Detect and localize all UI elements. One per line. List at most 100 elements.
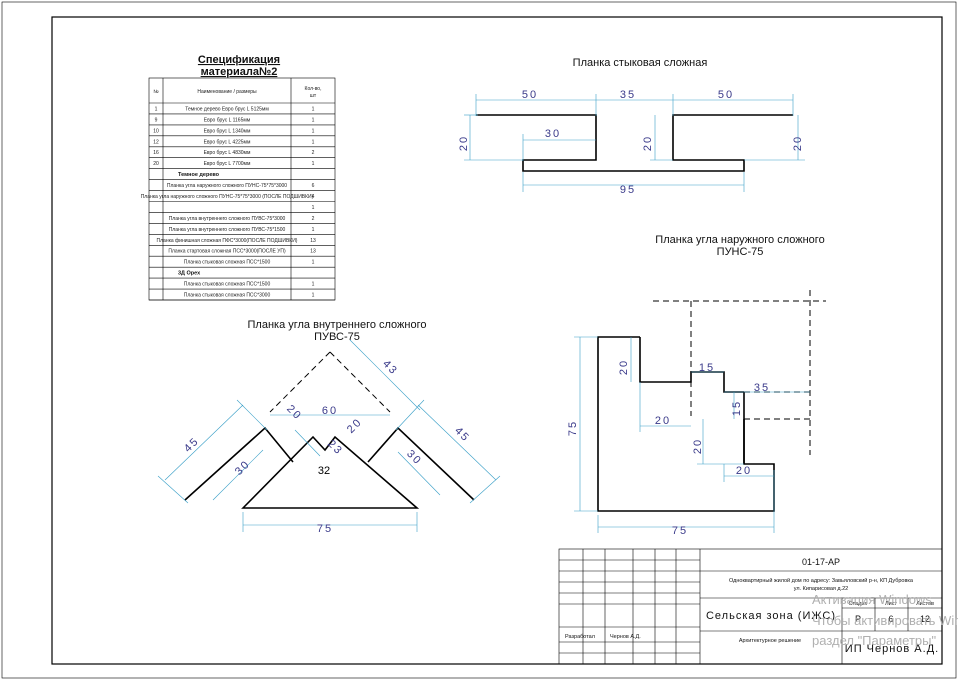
outer-dim-a: 20: [618, 359, 630, 375]
inner-dim-43: 43: [380, 358, 400, 378]
joint-dim-top-mid: 35: [620, 89, 636, 101]
spec-row-qty: 2: [312, 150, 315, 156]
stamp-section: Архитектурное решение: [739, 638, 801, 644]
watermark-line3: раздел "Параметры": [812, 633, 936, 648]
spec-row-name: Евро брус L 1165мм: [204, 117, 251, 123]
spec-row-qty: 1: [312, 205, 315, 211]
spec-row-no: 10: [153, 128, 159, 134]
watermark-line1: Активация Windows: [812, 592, 932, 607]
spec-row-qty: 1: [312, 292, 315, 298]
joint-dim-left: 20: [458, 135, 470, 151]
spec-row-qty: 13: [310, 249, 316, 255]
stamp-sheet: 6: [888, 614, 893, 624]
joint-dim-top-left: 50: [522, 89, 538, 101]
spec-row-no: 12: [153, 139, 159, 145]
stamp-sheet-label: Лист: [885, 601, 897, 607]
spec-col-name: Наименование / размеры: [197, 89, 257, 95]
inner-dim-60: 60: [322, 405, 338, 417]
spec-row-name: Евро брус L 4830мм: [204, 150, 251, 156]
spec-row-no: 9: [155, 117, 158, 123]
stamp-stage-label: Стадия: [849, 601, 868, 607]
spec-row-no: 1: [155, 106, 158, 112]
stamp-sheets: 12: [920, 614, 930, 624]
inner-dim-45-left: 45: [182, 435, 202, 455]
watermark-line2: Чтобы активировать Windows,: [812, 613, 958, 628]
drawing-outer-corner: Планка угла наружного сложного ПУНС-75 2…: [567, 234, 826, 537]
spec-row-name: Планка стыковая сложная ПСС*1500: [184, 282, 271, 288]
inner-dim-75: 75: [317, 523, 333, 535]
outer-dim-d: 15: [731, 400, 743, 416]
spec-row-name: Планка угла наружного сложного ПУНС-75*7…: [141, 194, 314, 200]
spec-row-no: 16: [153, 150, 159, 156]
spec-col-qty-line1: Кол-во,: [305, 86, 322, 92]
outer-dim-e: 20: [655, 415, 671, 427]
spec-row-name: Темное дерево Евро брус L 5125мм: [185, 106, 269, 112]
spec-row-qty: 1: [312, 106, 315, 112]
title-block: 01-17-АР Одноквартирный жилой дом по адр…: [558, 548, 943, 665]
inner-dim-45-right: 45: [452, 425, 472, 445]
spec-row-qty: 1: [312, 128, 315, 134]
inner-dim-20a: 20: [284, 403, 304, 423]
spec-row-qty: 1: [312, 161, 315, 167]
outer-corner-profile-b: [639, 337, 744, 393]
inner-dim-23: 23: [325, 438, 345, 458]
spec-col-qty-line2: шт: [310, 93, 317, 99]
spec-row-name: Евро брус L 4225мм: [204, 139, 251, 145]
spec-row-name: Планка стартовая сложная ПСС*3000(ПОСЛЕ …: [168, 249, 286, 255]
stamp-stage: Р: [855, 614, 861, 624]
spec-row-name: 3Д Орех: [178, 271, 201, 277]
outer-dim-f: 20: [692, 438, 704, 454]
outer-corner-title-line1: Планка угла наружного сложного: [655, 234, 824, 246]
stamp-company: ИП Чернов А.Д.: [845, 643, 939, 655]
outer-corner-title-line2: ПУНС-75: [717, 246, 764, 258]
inner-frame: [51, 16, 943, 665]
stamp-sheets-label: Листов: [916, 601, 934, 607]
outer-dim-width: 75: [672, 525, 688, 537]
joint-dim-mid: 20: [642, 135, 654, 151]
inner-corner-title-line2: ПУВС-75: [314, 331, 360, 343]
outer-dim-b: 15: [699, 362, 715, 374]
spec-row-qty: 6: [312, 183, 315, 189]
outer-dim-g: 20: [736, 465, 752, 477]
joint-dim-bottom: 95: [620, 184, 636, 196]
inner-corner-profile-base: [241, 435, 420, 509]
spec-row-qty: 1: [312, 227, 315, 233]
stamp-zone: Сельская зона (ИЖС): [706, 610, 836, 622]
drawing-joint-strip: Планка стыковая сложная 50 35 50 30 20 2…: [458, 57, 805, 196]
outer-dim-c: 35: [754, 382, 770, 394]
spec-row-qty: 13: [310, 238, 316, 244]
inner-corner-title-line1: Планка угла внутреннего сложного: [248, 319, 427, 331]
spec-row-name: Планка стыковая сложная ПСС*3000: [184, 292, 271, 298]
spec-row-name: Планка финишная сложная ПФС*3000(ПОСЛЕ П…: [157, 238, 298, 244]
joint-strip-profile: [476, 114, 793, 172]
spec-row-name: Евро брус L 7700мм: [204, 161, 251, 167]
inner-dim-20b: 20: [345, 416, 365, 436]
joint-dim-top-right: 50: [718, 89, 734, 101]
spec-row-qty: 1: [312, 139, 315, 145]
spec-row-qty: 4: [312, 194, 315, 200]
spec-row-name: Евро брус L 1340мм: [204, 128, 251, 134]
inner-dim-32: 32: [318, 465, 330, 477]
outer-dim-height: 75: [567, 420, 579, 436]
spec-row-name: Планка угла внутреннего сложного ПУВС-75…: [169, 227, 286, 233]
stamp-developer: Чернов А.Д.: [610, 634, 641, 640]
joint-strip-title: Планка стыковая сложная: [573, 57, 708, 69]
spec-row-name: Планка угла наружного сложного ПУНС-75*7…: [167, 183, 287, 189]
spec-row-name: Планка стыковая сложная ПСС*1500: [184, 260, 271, 266]
spec-title-line2: материала№2: [201, 66, 278, 78]
stamp-developer-label: Разработал: [565, 634, 595, 640]
spec-row-qty: 1: [312, 282, 315, 288]
spec-row-qty: 1: [312, 117, 315, 123]
stamp-code: 01-17-АР: [802, 557, 840, 567]
joint-dim-right: 20: [792, 135, 804, 151]
spec-title-line1: Спецификация: [198, 54, 280, 66]
spec-row-no: 20: [153, 161, 159, 167]
inner-dim-30-left: 30: [233, 458, 253, 478]
stamp-address-line1: Одноквартирный жилой дом по адресу: Завь…: [729, 577, 914, 584]
joint-dim-inner: 30: [545, 128, 561, 140]
spec-row-name: Темное дерево: [178, 172, 220, 178]
specification: Спецификация материала№2 № Наименование …: [141, 54, 336, 301]
